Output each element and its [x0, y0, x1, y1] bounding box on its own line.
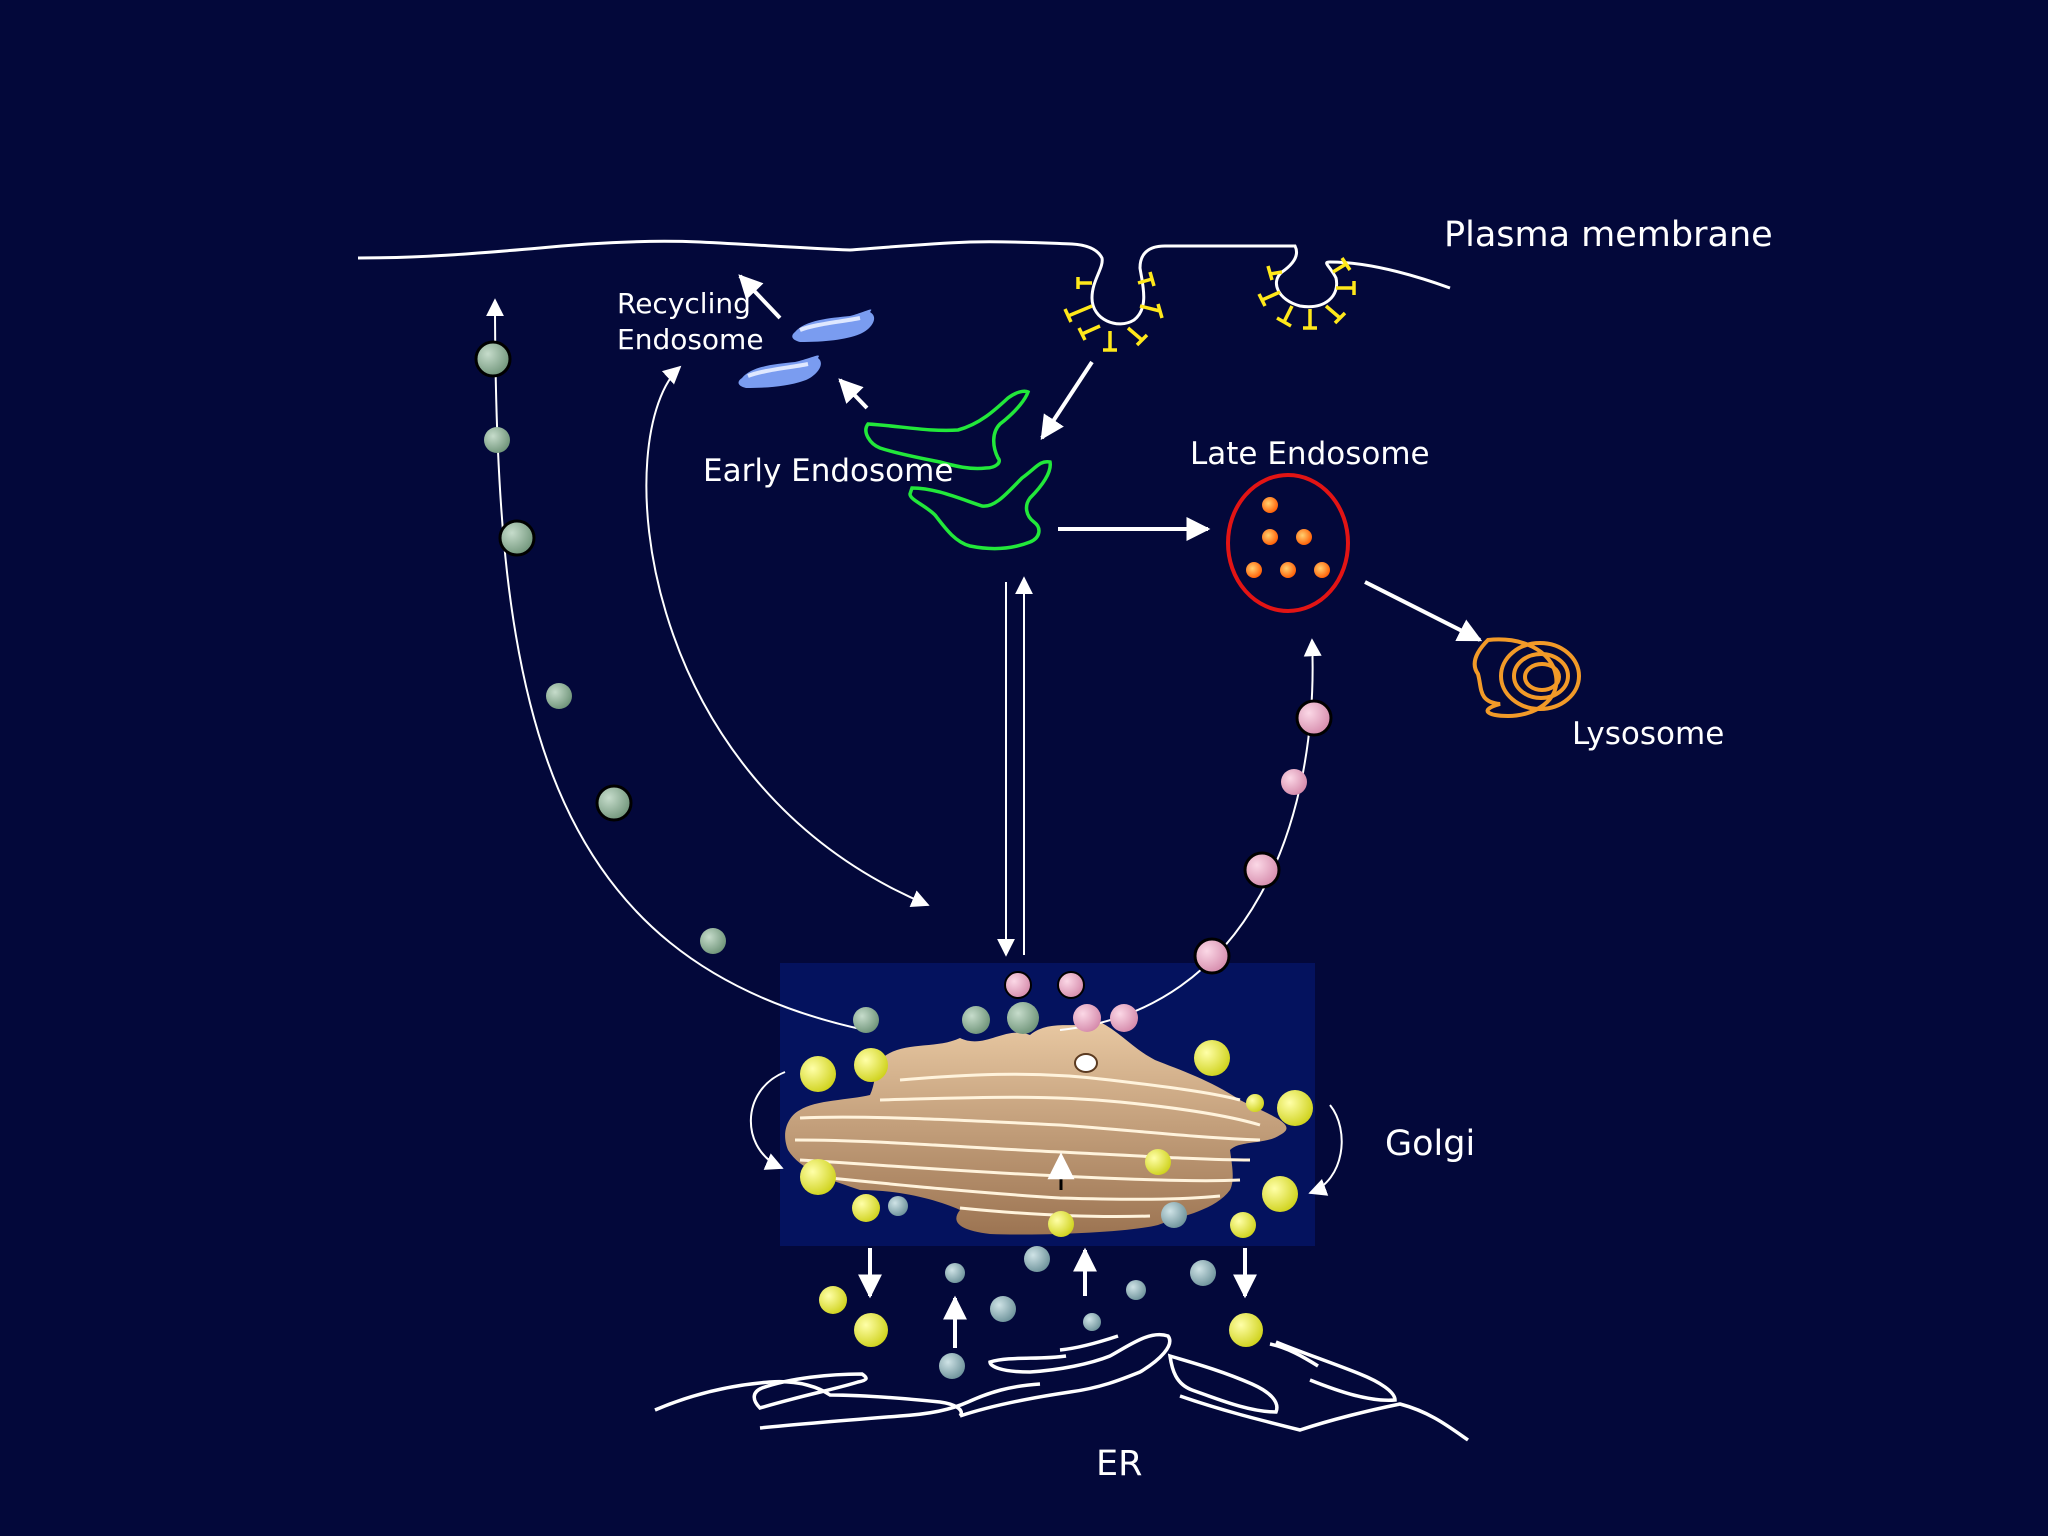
vesicle-green [700, 928, 726, 954]
endosome-to-golgi-path [645, 365, 930, 908]
clathrin-coat-pit-1 [1063, 271, 1164, 352]
vesicle-yellow [1277, 1090, 1313, 1126]
plasma-membrane [357, 239, 1451, 326]
label-er: ER [1096, 1444, 1142, 1484]
golgi-apparatus [785, 1022, 1287, 1235]
vesicle-green [1007, 1002, 1039, 1034]
label-early-endosome: Early Endosome [703, 453, 953, 489]
vesicle-green [962, 1006, 990, 1034]
copi-vesicles [800, 1040, 1313, 1347]
flow-arrows [738, 274, 1483, 1348]
vesicle-pink [1110, 1004, 1138, 1032]
label-lysosome: Lysosome [1572, 716, 1724, 752]
vesicle-pink [1295, 699, 1333, 737]
arrow-late-to-lysosome [1364, 580, 1483, 642]
vesicle-yellow [819, 1286, 847, 1314]
lysosome [1472, 637, 1581, 719]
vesicle-yellow [854, 1313, 888, 1347]
vesicle-blue [1161, 1202, 1187, 1228]
late-endosome-cargo [1296, 529, 1312, 545]
vesicle-yellow [1048, 1211, 1074, 1237]
arrow-early-to-recycling [838, 378, 869, 410]
label-recycling-endosome-line2: Endosome [617, 323, 764, 356]
arrow-golgi-cycle-right [1308, 1104, 1343, 1196]
late-endosome [1226, 473, 1350, 613]
secretory-vesicles [474, 340, 1039, 1034]
vesicle-yellow [800, 1056, 836, 1092]
vesicle-pink [1243, 851, 1281, 889]
clathrin-coat-pit-2 [1257, 257, 1356, 330]
label-late-endosome: Late Endosome [1190, 436, 1430, 472]
vesicle-pink [1073, 1004, 1101, 1032]
vesicle-yellow [1229, 1313, 1263, 1347]
late-endosome-cargo [1262, 529, 1278, 545]
vesicle-pink [1193, 937, 1231, 975]
vesicle-blue [1083, 1313, 1101, 1331]
vesicle-green [474, 340, 512, 378]
vesicle-pink [1057, 971, 1085, 999]
vesicle-blue [1024, 1246, 1050, 1272]
vesicle-green [595, 784, 633, 822]
vesicle-blue [1190, 1260, 1216, 1286]
vesicle-yellow [1145, 1149, 1171, 1175]
vesicle-yellow [1262, 1176, 1298, 1212]
vesicle-green [546, 683, 572, 709]
endoplasmic-reticulum [654, 1332, 1470, 1442]
late-endosome-cargo [1262, 497, 1278, 513]
label-golgi: Golgi [1385, 1124, 1475, 1164]
vesicle-green [498, 519, 536, 557]
vesicle-green [853, 1007, 879, 1033]
vesicle-yellow [1194, 1040, 1230, 1076]
late-endosome-cargo [1314, 562, 1330, 578]
arrow-golgi-cycle-left [749, 1071, 786, 1170]
arrow-to-recycling [738, 274, 782, 320]
vesicle-blue [888, 1196, 908, 1216]
copii-vesicles [888, 1196, 1216, 1379]
label-recycling-endosome-line1: Recycling [617, 287, 751, 320]
label-plasma-membrane: Plasma membrane [1444, 215, 1773, 255]
vesicle-pink [1281, 769, 1307, 795]
vesicle-blue [945, 1263, 965, 1283]
lysosomal-vesicles [1004, 699, 1333, 1032]
vesicle-blue [939, 1353, 965, 1379]
vesicle-pink [1004, 971, 1032, 999]
vesicle-yellow [852, 1194, 880, 1222]
vesicle-blue [990, 1296, 1016, 1322]
vesicle-yellow [800, 1159, 836, 1195]
vesicle-yellow [1230, 1212, 1256, 1238]
arrow-endocytosis [1040, 360, 1094, 441]
vesicle-blue [1126, 1280, 1146, 1300]
late-endosome-cargo [1246, 562, 1262, 578]
vesicle-yellow [854, 1048, 888, 1082]
late-endosome-cargo [1280, 562, 1296, 578]
vesicle-yellow [1246, 1094, 1264, 1112]
vesicle-green [484, 427, 510, 453]
anterograde-recycling-path [486, 298, 866, 1031]
